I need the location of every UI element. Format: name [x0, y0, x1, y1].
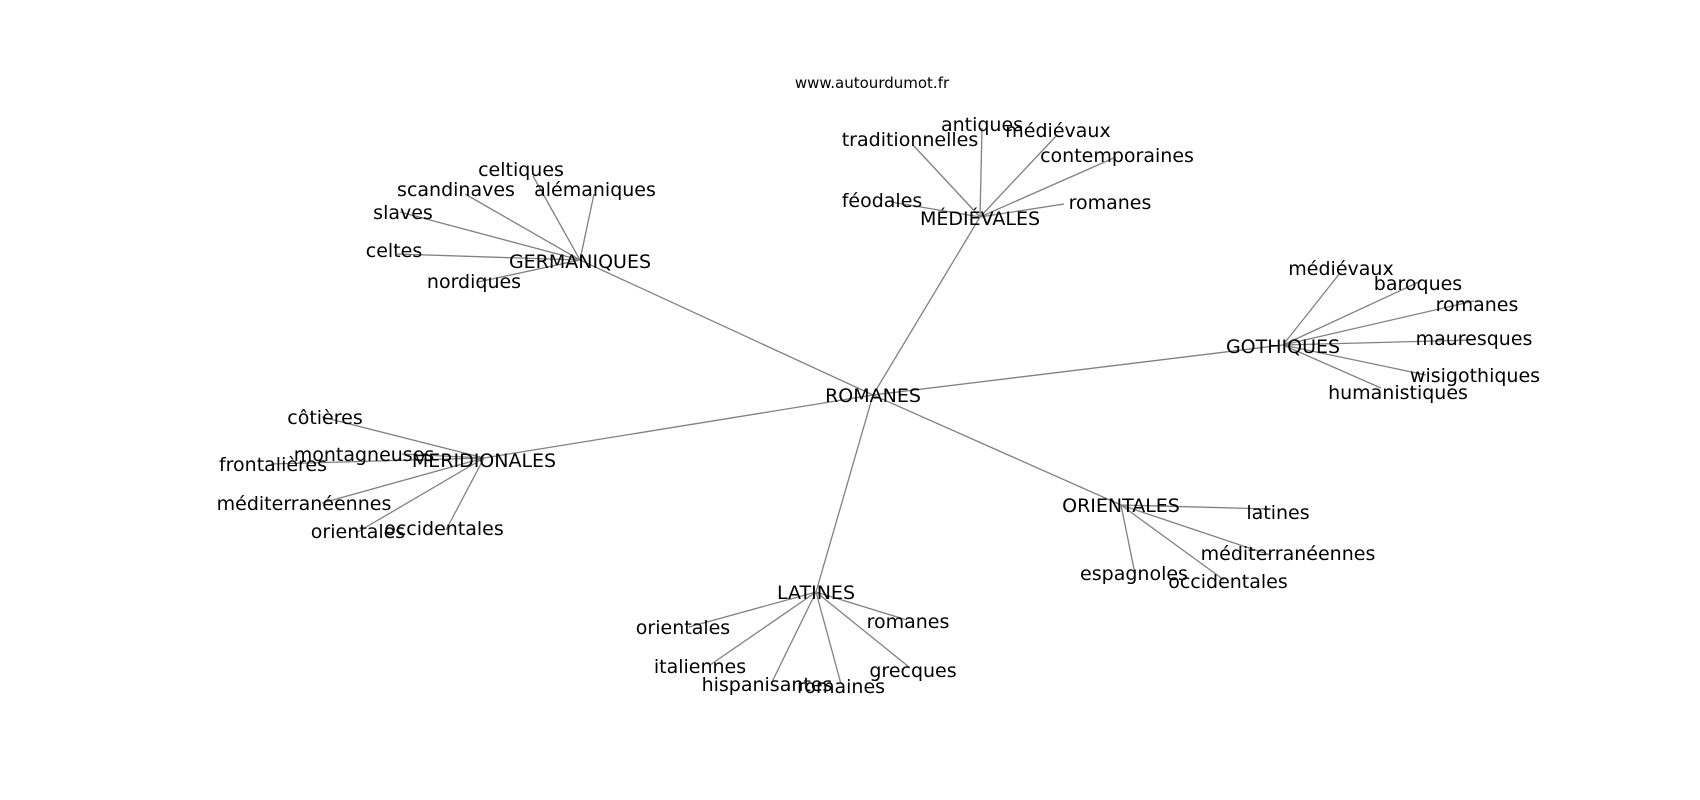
leaf-node: orientales — [311, 521, 405, 543]
edge-0-3 — [399, 211, 581, 261]
leaf-node: celtiques — [478, 159, 564, 181]
edge-2-4 — [1282, 344, 1427, 376]
leaf-node: italiennes — [654, 656, 746, 678]
edge-root-0 — [579, 259, 874, 396]
edge-2-1 — [1282, 280, 1422, 346]
leaf-node: latines — [1246, 502, 1309, 524]
edge-3-1 — [401, 453, 485, 459]
edge-1-5 — [979, 203, 1065, 218]
edge-4-2 — [1120, 504, 1136, 575]
edge-5-5 — [815, 591, 842, 685]
edge-0-5 — [477, 259, 581, 283]
leaf-node: baroques — [1374, 273, 1462, 295]
edge-2-3 — [1282, 339, 1474, 346]
leaf-node: montagneuses — [294, 444, 435, 466]
group-node: MÉDIÉVALES — [920, 207, 1040, 230]
edge-3-5 — [445, 457, 485, 531]
edge-1-1 — [979, 134, 1058, 218]
leaf-node: mauresques — [1416, 328, 1533, 350]
edge-root-1 — [872, 216, 981, 396]
leaf-node: humanistiques — [1328, 382, 1468, 404]
group-node: ORIENTALES — [1062, 495, 1180, 517]
edge-1-2 — [912, 144, 981, 218]
leaf-node: espagnoles — [1080, 563, 1188, 585]
edge-5-2 — [709, 591, 817, 666]
leaf-node: contemporaines — [1040, 145, 1194, 167]
leaf-node: alémaniques — [534, 179, 656, 201]
group-node: GOTHIQUES — [1226, 336, 1340, 358]
leaf-node: grecques — [869, 660, 956, 682]
edge-5-1 — [815, 591, 908, 621]
edge-2-0 — [1282, 272, 1341, 346]
root-node: ROMANES — [825, 385, 921, 407]
leaf-node: romanes — [867, 611, 950, 633]
leaf-node: scandinaves — [397, 179, 515, 201]
leaf-node: wisigothiques — [1410, 365, 1540, 387]
edge-3-4 — [355, 457, 485, 534]
leaf-node: médiévaux — [1005, 120, 1110, 142]
edge-2-2 — [1282, 300, 1475, 346]
edge-0-4 — [396, 253, 581, 261]
leaf-node: médiévaux — [1288, 258, 1393, 280]
leaf-node: féodales — [842, 190, 923, 212]
edge-1-3 — [979, 156, 1117, 218]
leaf-node: nordiques — [427, 271, 521, 293]
group-node: GERMANIQUES — [509, 251, 651, 273]
edge-root-3 — [483, 394, 874, 459]
source-url: www.autourdumot.fr — [795, 74, 950, 92]
edge-2-5 — [1282, 344, 1382, 389]
leaf-node: méditerranéennes — [1201, 543, 1376, 565]
edge-4-0 — [1120, 504, 1272, 510]
leaf-node: celtes — [366, 240, 422, 262]
leaf-node: romanes — [1069, 192, 1152, 214]
edge-root-4 — [872, 394, 1122, 506]
group-node: LATINES — [777, 582, 855, 604]
leaf-node: méditerranéennes — [217, 493, 392, 515]
edge-1-4 — [890, 201, 981, 218]
edge-3-0 — [321, 416, 485, 459]
leaf-node: orientales — [636, 617, 730, 639]
edge-0-1 — [579, 193, 595, 261]
leaf-node: occidentales — [384, 518, 504, 540]
edge-5-3 — [815, 591, 910, 668]
edge-0-2 — [464, 193, 581, 261]
leaf-node: antiques — [941, 114, 1023, 136]
edge-1-0 — [979, 127, 983, 218]
edges — [270, 127, 1475, 685]
leaf-node: romanes — [1436, 294, 1519, 316]
edge-3-3 — [321, 457, 485, 504]
edge-3-2 — [270, 457, 485, 465]
edge-0-0 — [532, 175, 581, 261]
edge-root-2 — [872, 344, 1284, 396]
leaf-node: traditionnelles — [842, 129, 979, 151]
leaf-node: occidentales — [1168, 571, 1288, 593]
edge-4-1 — [1120, 504, 1271, 556]
leaf-node: frontalières — [219, 454, 327, 476]
leaf-node: côtières — [287, 407, 362, 429]
group-node: MERIDIONALES — [412, 450, 556, 472]
leaf-node: hispanisantes — [702, 674, 833, 696]
leaf-node: romaines — [797, 676, 885, 698]
leaf-node: slaves — [373, 202, 433, 224]
edge-5-4 — [770, 591, 817, 685]
edge-4-3 — [1120, 504, 1225, 581]
edge-5-0 — [688, 591, 817, 628]
edge-root-5 — [815, 394, 874, 593]
